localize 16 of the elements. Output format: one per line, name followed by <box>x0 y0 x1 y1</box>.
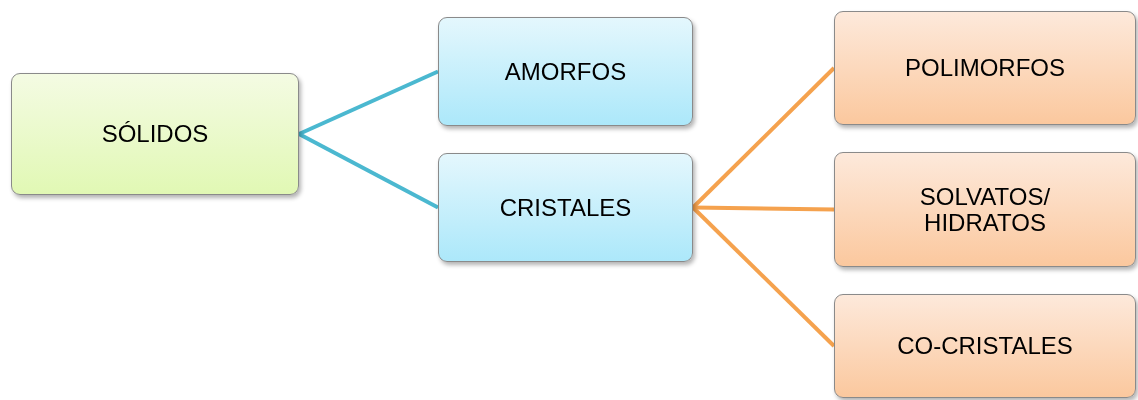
node-label: SOLVATOS/ HIDRATOS <box>918 184 1052 235</box>
rounded-box <box>11 73 299 195</box>
connector-line <box>298 132 439 210</box>
rounded-box <box>438 153 693 262</box>
connector-line <box>691 66 836 209</box>
rounded-box <box>834 152 1136 267</box>
connector-line <box>298 69 439 136</box>
node-label: POLIMORFOS <box>904 55 1066 81</box>
node-label: SÓLIDOS <box>100 121 210 147</box>
node-label: CO-CRISTALES <box>896 333 1074 359</box>
rounded-box <box>438 17 693 126</box>
connector-line <box>691 206 836 348</box>
node-label: CRISTALES <box>498 194 633 221</box>
rounded-box <box>834 294 1136 398</box>
rounded-box <box>834 11 1136 125</box>
node-label: AMORFOS <box>503 58 628 85</box>
